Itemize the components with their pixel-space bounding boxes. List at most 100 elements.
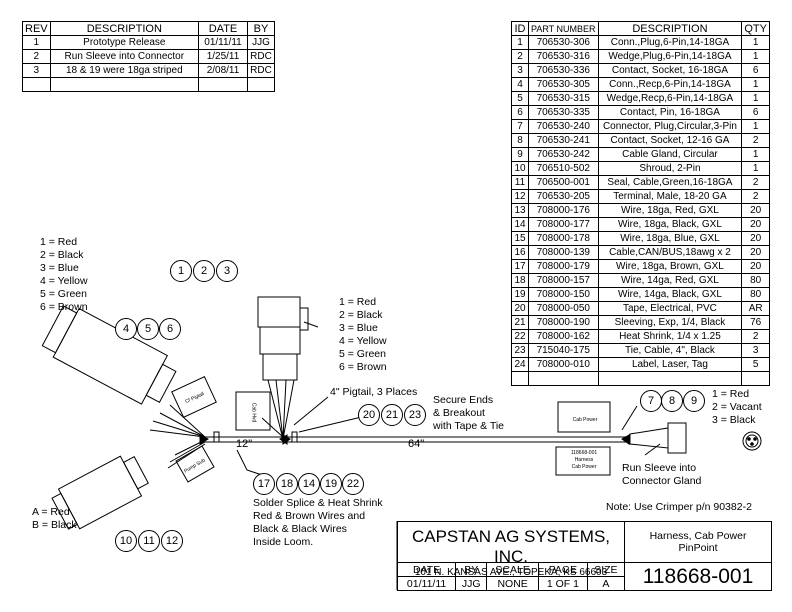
company-name: CAPSTAN AG SYSTEMS, INC. <box>411 527 611 566</box>
part-id-cell: 10 <box>511 161 529 176</box>
scale-value: NONE <box>486 576 540 591</box>
legend-left-item: 2 = Black <box>40 249 84 261</box>
splice-note-line: Black & Black Wires <box>253 523 347 535</box>
tie-mark <box>291 431 298 443</box>
dim-64-text: 64" <box>408 438 424 450</box>
secure-note-line: with Tape & Tie <box>433 420 505 432</box>
two-pin-cap <box>122 456 149 490</box>
cab-power-tag <box>557 401 611 433</box>
balloon: 2 <box>193 260 215 282</box>
circular-connector-body <box>667 422 687 454</box>
balloon: 1 <box>170 260 192 282</box>
cab-power-tag-text: Cab Power <box>572 417 598 423</box>
legend-left-item: 5 = Green <box>40 288 87 300</box>
sleeve-note-line: Run Sleeve into <box>622 462 697 474</box>
balloon: 7 <box>640 390 662 412</box>
harness-tag-text: 118668-001 Harness Cab Power <box>558 450 610 471</box>
title-line: PinPoint <box>678 542 718 554</box>
balloon: 4 <box>115 318 137 340</box>
by-value: JJG <box>455 576 488 591</box>
page-value: 1 OF 1 <box>538 576 588 591</box>
balloon: 9 <box>683 390 705 412</box>
legend-mid-item: 6 = Brown <box>339 361 387 373</box>
plug-connector-body <box>257 296 301 328</box>
tie-mark <box>213 431 220 443</box>
legend-mid-item: 4 = Yellow <box>339 335 387 347</box>
plug-connector-mid <box>259 326 301 355</box>
harness-tag-line: Harness <box>574 457 594 463</box>
legend-right: 1 = Red 2 = Vacant 3 = Black <box>712 388 762 427</box>
balloon: 11 <box>138 530 160 552</box>
secure-note-line: & Breakout <box>433 407 485 419</box>
scale-label: SCALE <box>486 562 540 577</box>
balloon: 3 <box>216 260 238 282</box>
balloon: 14 <box>298 473 320 495</box>
tag-low-box <box>175 445 215 483</box>
drawing-number-box: 118668-001 <box>624 562 772 591</box>
title-info-table: DATE BY SCALE PAGE SIZE 01/11/11 JJG NON… <box>396 562 626 591</box>
leader-line <box>644 443 661 456</box>
splice-note-line: Red & Brown Wires and <box>253 510 366 522</box>
harness-tag-line: 118668-001 <box>570 450 598 456</box>
part-id-cell: 19 <box>511 287 529 302</box>
balloon: 10 <box>115 530 137 552</box>
legend-ab-item: A = Red <box>32 506 70 518</box>
revision-table: REV DESCRIPTION DATE BY 1 Prototype Rele… <box>22 21 275 92</box>
leader-line <box>621 405 638 431</box>
sleeve-note-line: Connector Gland <box>622 475 702 487</box>
date-label: DATE <box>396 562 457 577</box>
secure-note-line: Secure Ends <box>433 394 494 406</box>
tag-left-box <box>171 376 217 418</box>
balloon: 21 <box>381 404 403 426</box>
balloon: 22 <box>342 473 364 495</box>
leader-line <box>236 449 263 476</box>
balloon: 19 <box>320 473 342 495</box>
title-box: Harness, Cab Power PinPoint <box>624 521 772 563</box>
legend-left-item: 3 = Blue <box>40 262 79 274</box>
plug-latch <box>299 307 309 331</box>
drawing-number: 118668-001 <box>642 565 754 588</box>
legend-right-item: 1 = Red <box>712 388 750 400</box>
circular-connector-face <box>742 431 762 451</box>
balloon: 23 <box>404 404 426 426</box>
legend-mid-item: 1 = Red <box>339 296 377 308</box>
recp-branch <box>149 404 206 438</box>
part-qty-cell: AR <box>741 301 770 316</box>
legend-left-item: 4 = Yellow <box>40 275 88 287</box>
title-line: Harness, Cab Power <box>649 530 747 542</box>
recp-connector-front <box>41 305 78 354</box>
balloon: 17 <box>253 473 275 495</box>
legend-left-item: 1 = Red <box>40 236 78 248</box>
leader-line <box>293 396 329 426</box>
revision-row: 2 Run Sleeve into Connector 1/25/11 RDC <box>22 49 275 64</box>
legend-left: 1 = Red 2 = Black 3 = Blue 4 = Yellow 5 … <box>40 236 88 314</box>
circular-boot <box>629 427 669 449</box>
plug-connector-base <box>262 353 298 381</box>
part-qty-cell: 20 <box>741 203 770 218</box>
part-description-cell: Wedge,Recp,6-Pin,14-18GA <box>597 91 743 106</box>
tag-mid-text: Cab Hvd <box>250 402 257 423</box>
tag-mid-box <box>235 391 271 431</box>
part-id-cell: 3 <box>511 63 529 78</box>
legend-mid-item: 5 = Green <box>339 348 386 360</box>
dim-arrow <box>282 434 291 445</box>
recp-connector-back <box>145 363 177 403</box>
balloon: 20 <box>358 404 380 426</box>
